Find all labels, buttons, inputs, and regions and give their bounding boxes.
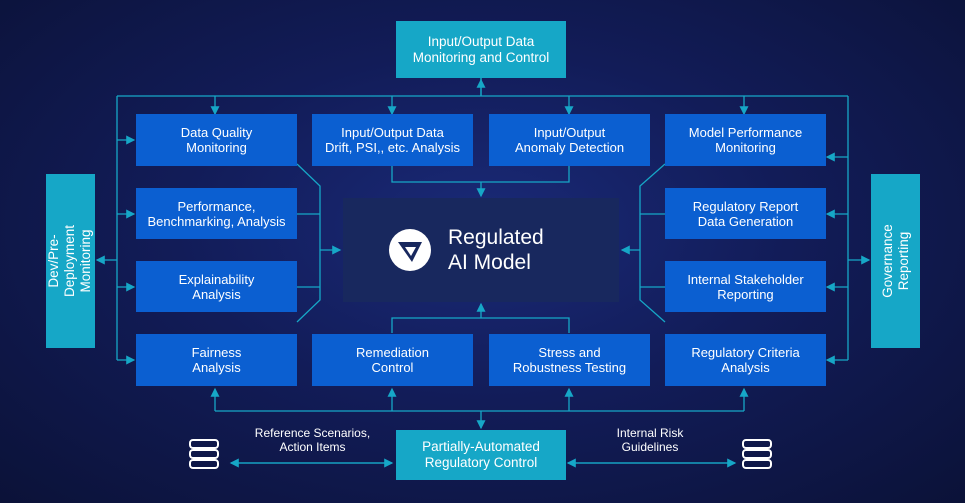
io-monitoring-label: Input/Output Data Monitoring and Control xyxy=(412,33,550,65)
regulatory-report-box: Regulatory Report Data Generation xyxy=(665,188,826,239)
database-icon-right xyxy=(742,439,772,469)
governance-label: Governance Reporting xyxy=(879,224,911,298)
remediation-label: Remediation Control xyxy=(356,345,429,375)
drift-analysis-label: Input/Output Data Drift, PSI,, etc. Anal… xyxy=(324,125,461,155)
regulated-ai-model-box: Regulated AI Model xyxy=(343,198,619,302)
regulatory-report-label: Regulatory Report Data Generation xyxy=(692,198,799,229)
reference-scenarios-note: Reference Scenarios, Action Items xyxy=(254,426,371,454)
dev-monitoring-box: Dev/Pre-Deployment Monitoring xyxy=(46,174,95,348)
regulatory-criteria-label: Regulatory Criteria Analysis xyxy=(691,345,800,375)
data-quality-label: Data Quality Monitoring xyxy=(180,125,253,155)
io-monitoring-box: Input/Output Data Monitoring and Control xyxy=(396,21,566,78)
model-performance-label: Model Performance Monitoring xyxy=(688,125,803,155)
anomaly-detection-box: Input/Output Anomaly Detection xyxy=(489,114,650,166)
regulatory-control-label: Partially-Automated Regulatory Control xyxy=(422,439,540,470)
risk-guidelines-note: Internal Risk Guidelines xyxy=(616,426,684,454)
anomaly-detection-label: Input/Output Anomaly Detection xyxy=(514,125,625,155)
explainability-box: Explainability Analysis xyxy=(136,261,297,312)
remediation-box: Remediation Control xyxy=(312,334,473,386)
data-quality-box: Data Quality Monitoring xyxy=(136,114,297,166)
stakeholder-reporting-label: Internal Stakeholder Reporting xyxy=(687,271,804,302)
regulatory-control-box: Partially-Automated Regulatory Control xyxy=(396,430,566,480)
database-icon-left xyxy=(189,439,219,469)
stress-testing-label: Stress and Robustness Testing xyxy=(512,345,627,375)
dev-monitoring-label: Dev/Pre-Deployment Monitoring xyxy=(46,224,94,298)
drift-analysis-box: Input/Output Data Drift, PSI,, etc. Anal… xyxy=(312,114,473,166)
center-title: Regulated AI Model xyxy=(448,226,544,274)
performance-benchmark-label: Performance, Benchmarking, Analysis xyxy=(147,198,286,229)
model-performance-box: Model Performance Monitoring xyxy=(665,114,826,166)
stakeholder-reporting-box: Internal Stakeholder Reporting xyxy=(665,261,826,312)
governance-box: Governance Reporting xyxy=(871,174,920,348)
fairness-box: Fairness Analysis xyxy=(136,334,297,386)
stress-testing-box: Stress and Robustness Testing xyxy=(489,334,650,386)
v-logo-icon xyxy=(389,229,431,271)
explainability-label: Explainability Analysis xyxy=(178,271,255,302)
fairness-label: Fairness Analysis xyxy=(191,345,242,375)
regulatory-criteria-box: Regulatory Criteria Analysis xyxy=(665,334,826,386)
performance-benchmark-box: Performance, Benchmarking, Analysis xyxy=(136,188,297,239)
